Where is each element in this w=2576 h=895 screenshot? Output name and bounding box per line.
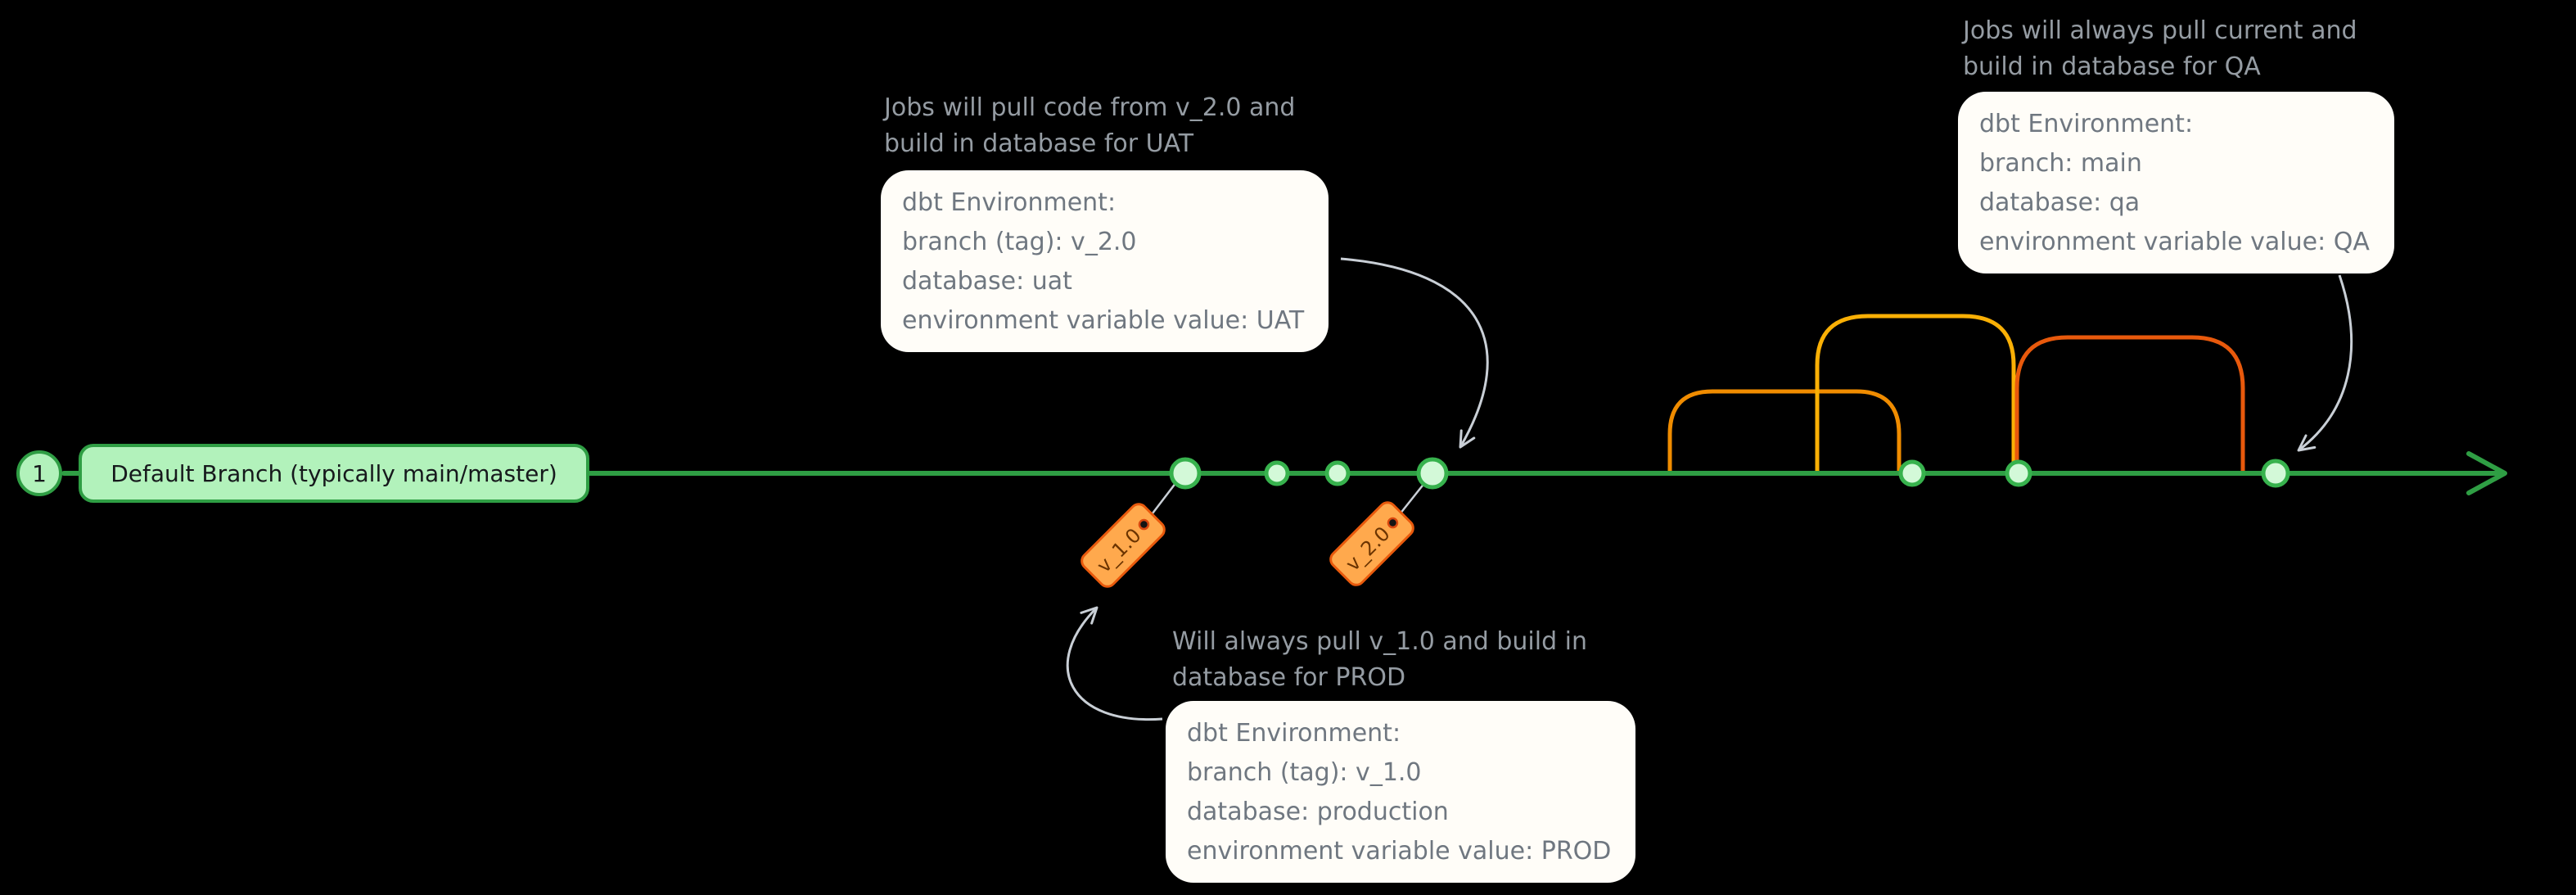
caption-prod-line-2: database for PROD: [1172, 663, 1406, 692]
default-branch-label-text: Default Branch (typically main/master): [111, 459, 557, 487]
commit-dot-merge-1: [1898, 459, 1926, 487]
tag-v2-hole-icon: [1387, 517, 1399, 529]
callout-prod: dbt Environment: branch (tag): v_1.0 dat…: [1166, 701, 1636, 883]
callout-prod-line-4: environment variable value: PROD: [1187, 837, 1612, 866]
tag-v2: v_2.0: [1329, 501, 1414, 586]
default-branch-label: Default Branch (typically main/master): [79, 444, 589, 503]
caption-uat: Jobs will pull code from v_2.0 and build…: [884, 90, 1295, 162]
callout-uat-line-1: dbt Environment:: [902, 188, 1117, 217]
tag-v1-hole-icon: [1138, 518, 1150, 531]
callout-prod-line-1: dbt Environment:: [1187, 719, 1401, 748]
caption-qa-line-2: build in database for QA: [1963, 52, 2261, 81]
callout-qa-line-4: environment variable value: QA: [1979, 228, 2370, 256]
callout-prod-line-2: branch (tag): v_1.0: [1187, 758, 1422, 787]
callout-uat-line-3: database: uat: [902, 267, 1072, 296]
tag-v1: v_1.0: [1080, 503, 1166, 588]
feature-branch-arc-2: [1815, 314, 2016, 476]
callout-qa-line-1: dbt Environment:: [1979, 110, 2194, 138]
feature-branch-arc-1: [1667, 389, 1902, 476]
callout-uat: dbt Environment: branch (tag): v_2.0 dat…: [881, 170, 1329, 352]
commit-dot-current: [2261, 459, 2290, 488]
caption-qa: Jobs will always pull current and build …: [1963, 13, 2357, 85]
commit-dot: [1324, 460, 1351, 486]
callout-qa-line-2: branch: main: [1979, 149, 2142, 178]
callout-uat-line-4: environment variable value: UAT: [902, 306, 1305, 335]
feature-branch-arc-3: [2014, 335, 2245, 476]
commit-dot-merge-2: [2005, 459, 2032, 487]
commit-dot-v1: [1169, 457, 1202, 490]
caption-uat-line-1: Jobs will pull code from v_2.0 and: [884, 93, 1296, 122]
caption-qa-line-1: Jobs will always pull current and: [1963, 16, 2357, 45]
commit-dot: [1264, 460, 1290, 486]
caption-prod-line-1: Will always pull v_1.0 and build in: [1172, 627, 1587, 656]
step-badge: 1: [16, 450, 62, 496]
commit-dot-v2: [1416, 457, 1449, 490]
callout-qa: dbt Environment: branch: main database: …: [1958, 92, 2394, 273]
caption-uat-line-2: build in database for UAT: [884, 129, 1194, 158]
callout-uat-line-2: branch (tag): v_2.0: [902, 228, 1137, 256]
callout-prod-line-3: database: production: [1187, 798, 1449, 826]
caption-prod: Will always pull v_1.0 and build in data…: [1172, 624, 1587, 696]
arrow-prod-to-tag: [1066, 606, 1163, 721]
timeline-arrowhead-icon: [2466, 451, 2507, 495]
arrow-uat-to-commit: [1340, 257, 1489, 449]
step-badge-number: 1: [32, 459, 47, 487]
callout-qa-line-3: database: qa: [1979, 188, 2141, 217]
arrow-qa-to-commit: [2297, 274, 2353, 452]
